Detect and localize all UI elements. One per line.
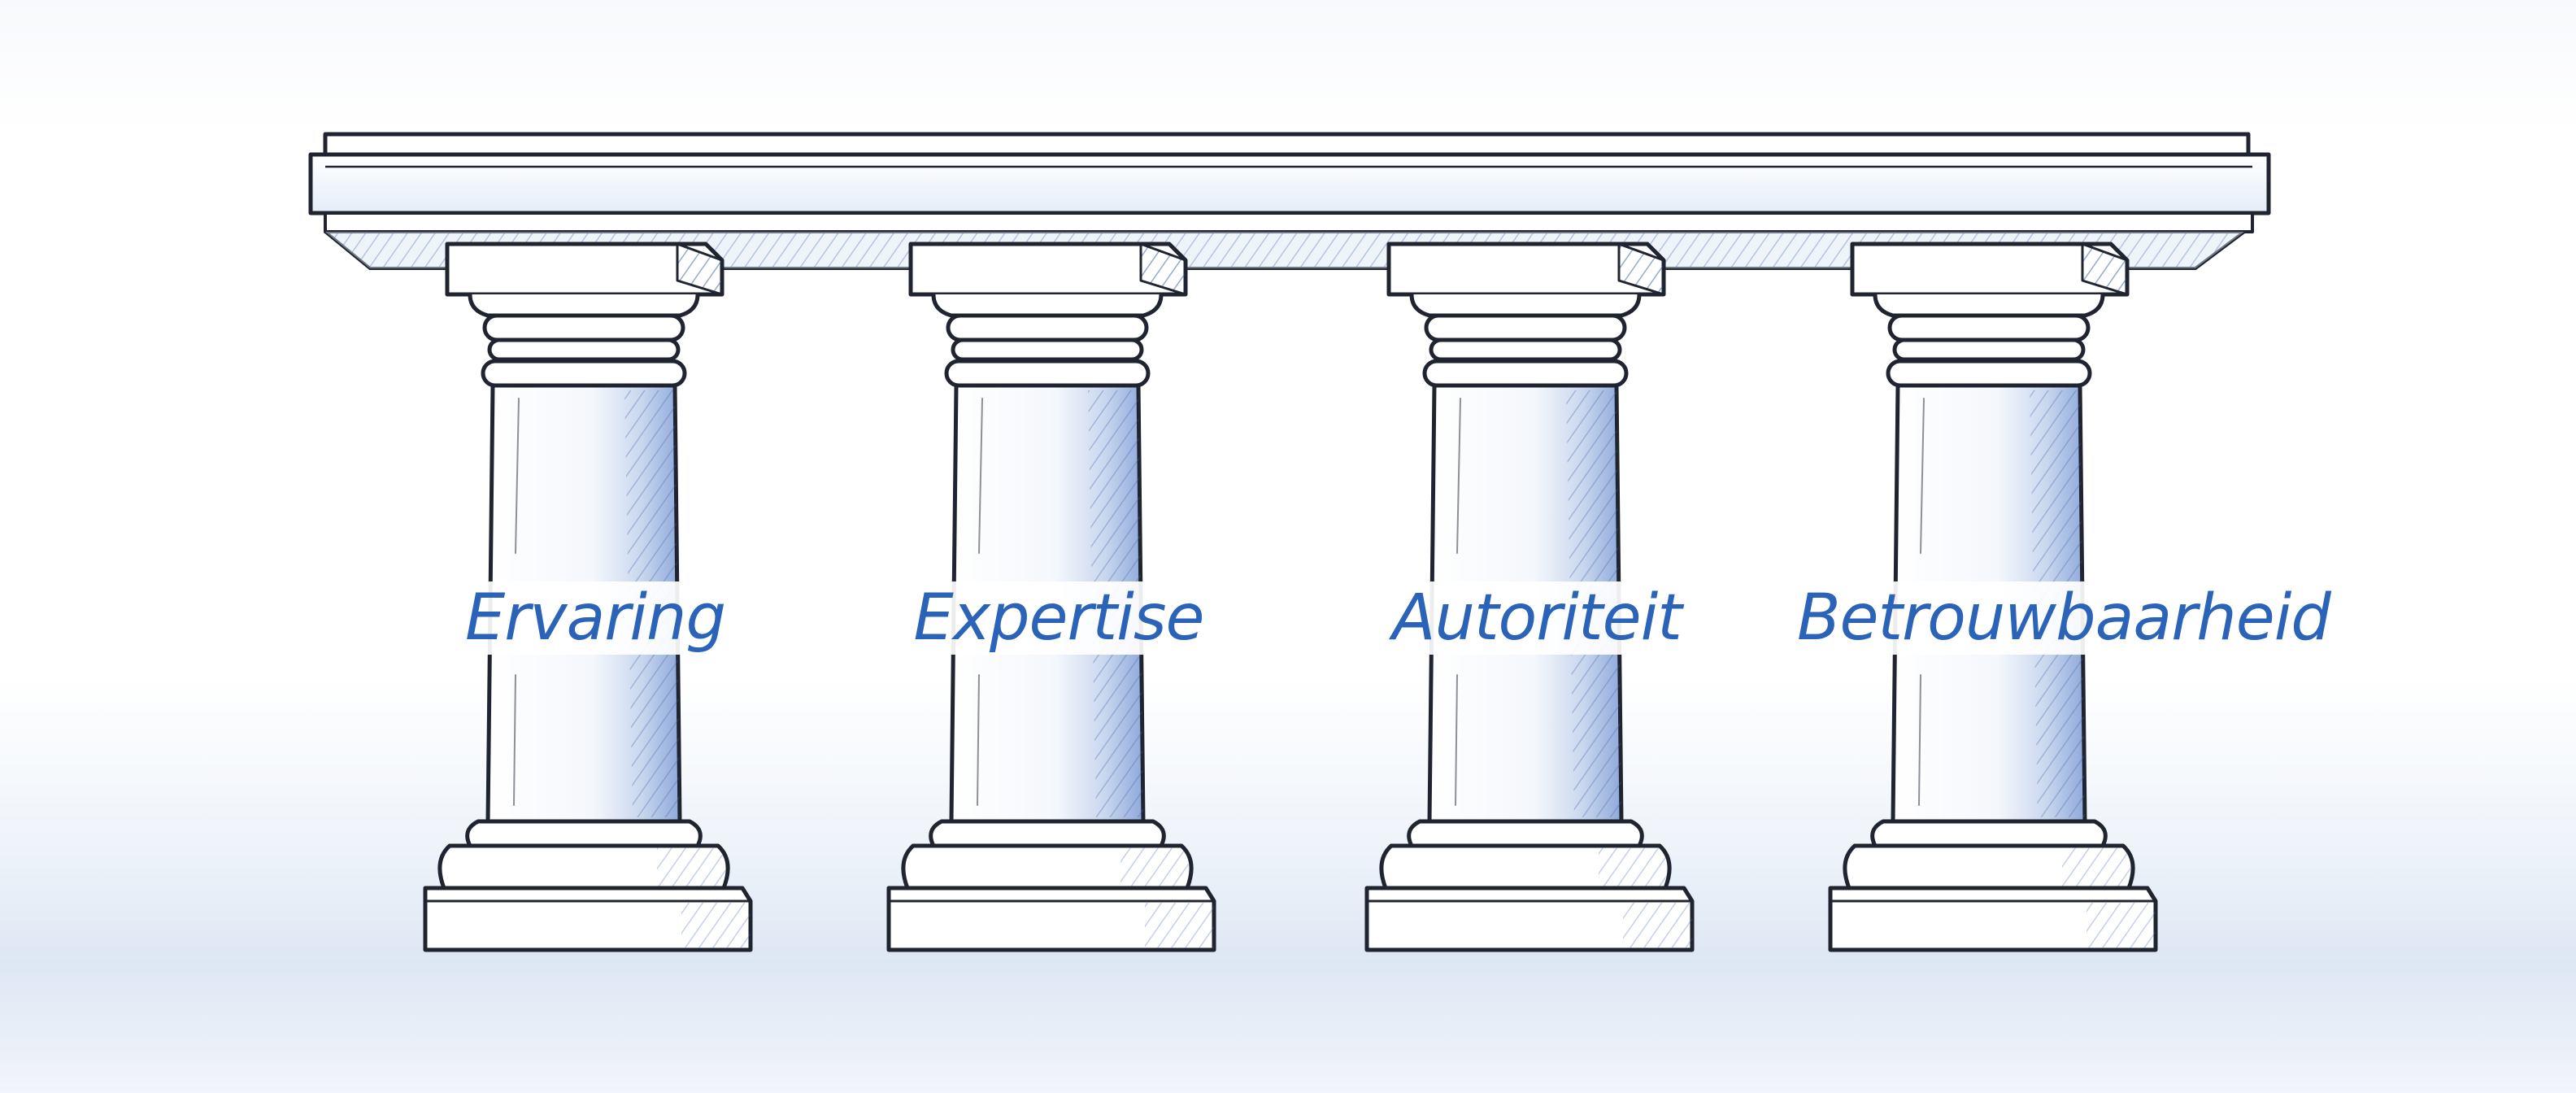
pillar-torus-upper (929, 819, 1166, 848)
pillar-ring-middle (487, 337, 681, 362)
pillar-ring-middle (951, 337, 1144, 362)
pillar-label-text: Autoriteit (1384, 581, 1690, 655)
pillar-ring-middle (1892, 337, 2086, 362)
pillar-echinus (1873, 292, 2105, 318)
pillar-label-2: Expertise (847, 569, 1270, 667)
pillar-ring-middle (1429, 337, 1622, 362)
pillar-label-1: Ervaring (384, 569, 807, 667)
pillar-torus-upper (465, 819, 703, 848)
pillar-label-text: Betrouwbaarheid (1789, 581, 2339, 655)
pillar-label-3: Autoriteit (1325, 569, 1748, 667)
pillar-label-text: Expertise (905, 581, 1212, 655)
pillar-label-4: Betrouwbaarheid (1789, 569, 2339, 667)
pillar-torus-upper (1870, 819, 2108, 848)
entablature (308, 132, 2271, 270)
pillar-ring-upper (1887, 313, 2091, 342)
pillar-ring-upper (946, 313, 1149, 342)
pillar-label-text: Ervaring (457, 581, 733, 655)
pillar-ring-upper (1424, 313, 1627, 342)
pillar-echinus (1409, 292, 1642, 318)
pillar-echinus (468, 292, 700, 318)
pillar-ring-lower (944, 359, 1151, 388)
pillar-ring-lower (481, 359, 687, 388)
pillar-ring-upper (482, 313, 685, 342)
pillar-ring-lower (1422, 359, 1629, 388)
pillar-ring-lower (1886, 359, 2092, 388)
pillar-echinus (931, 292, 1164, 318)
pillar-torus-upper (1407, 819, 1644, 848)
